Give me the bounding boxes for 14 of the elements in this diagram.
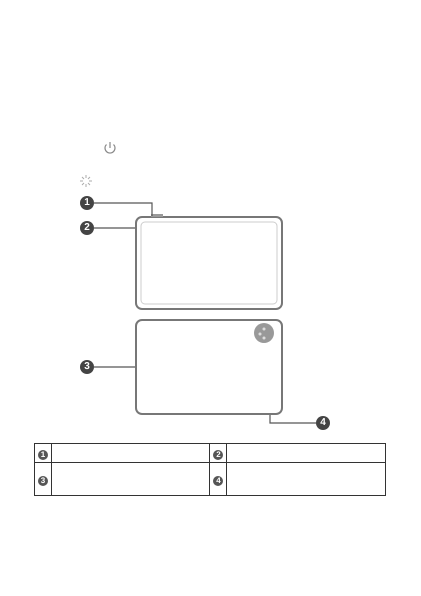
leader-line [94, 227, 135, 229]
callout-number: 1 [38, 450, 48, 460]
callout-number: 4 [213, 476, 224, 486]
callout-number: 4 [316, 416, 330, 430]
callout-number: 3 [38, 476, 48, 486]
callout-number: 2 [213, 450, 224, 460]
leader-line [269, 415, 316, 424]
picture [135, 216, 283, 310]
picture [135, 319, 283, 415]
callout-number: 1 [80, 196, 94, 210]
leader-line [94, 202, 153, 216]
callout-number: 2 [80, 221, 94, 235]
callout-number: 3 [80, 360, 94, 374]
leader-line [94, 366, 135, 368]
